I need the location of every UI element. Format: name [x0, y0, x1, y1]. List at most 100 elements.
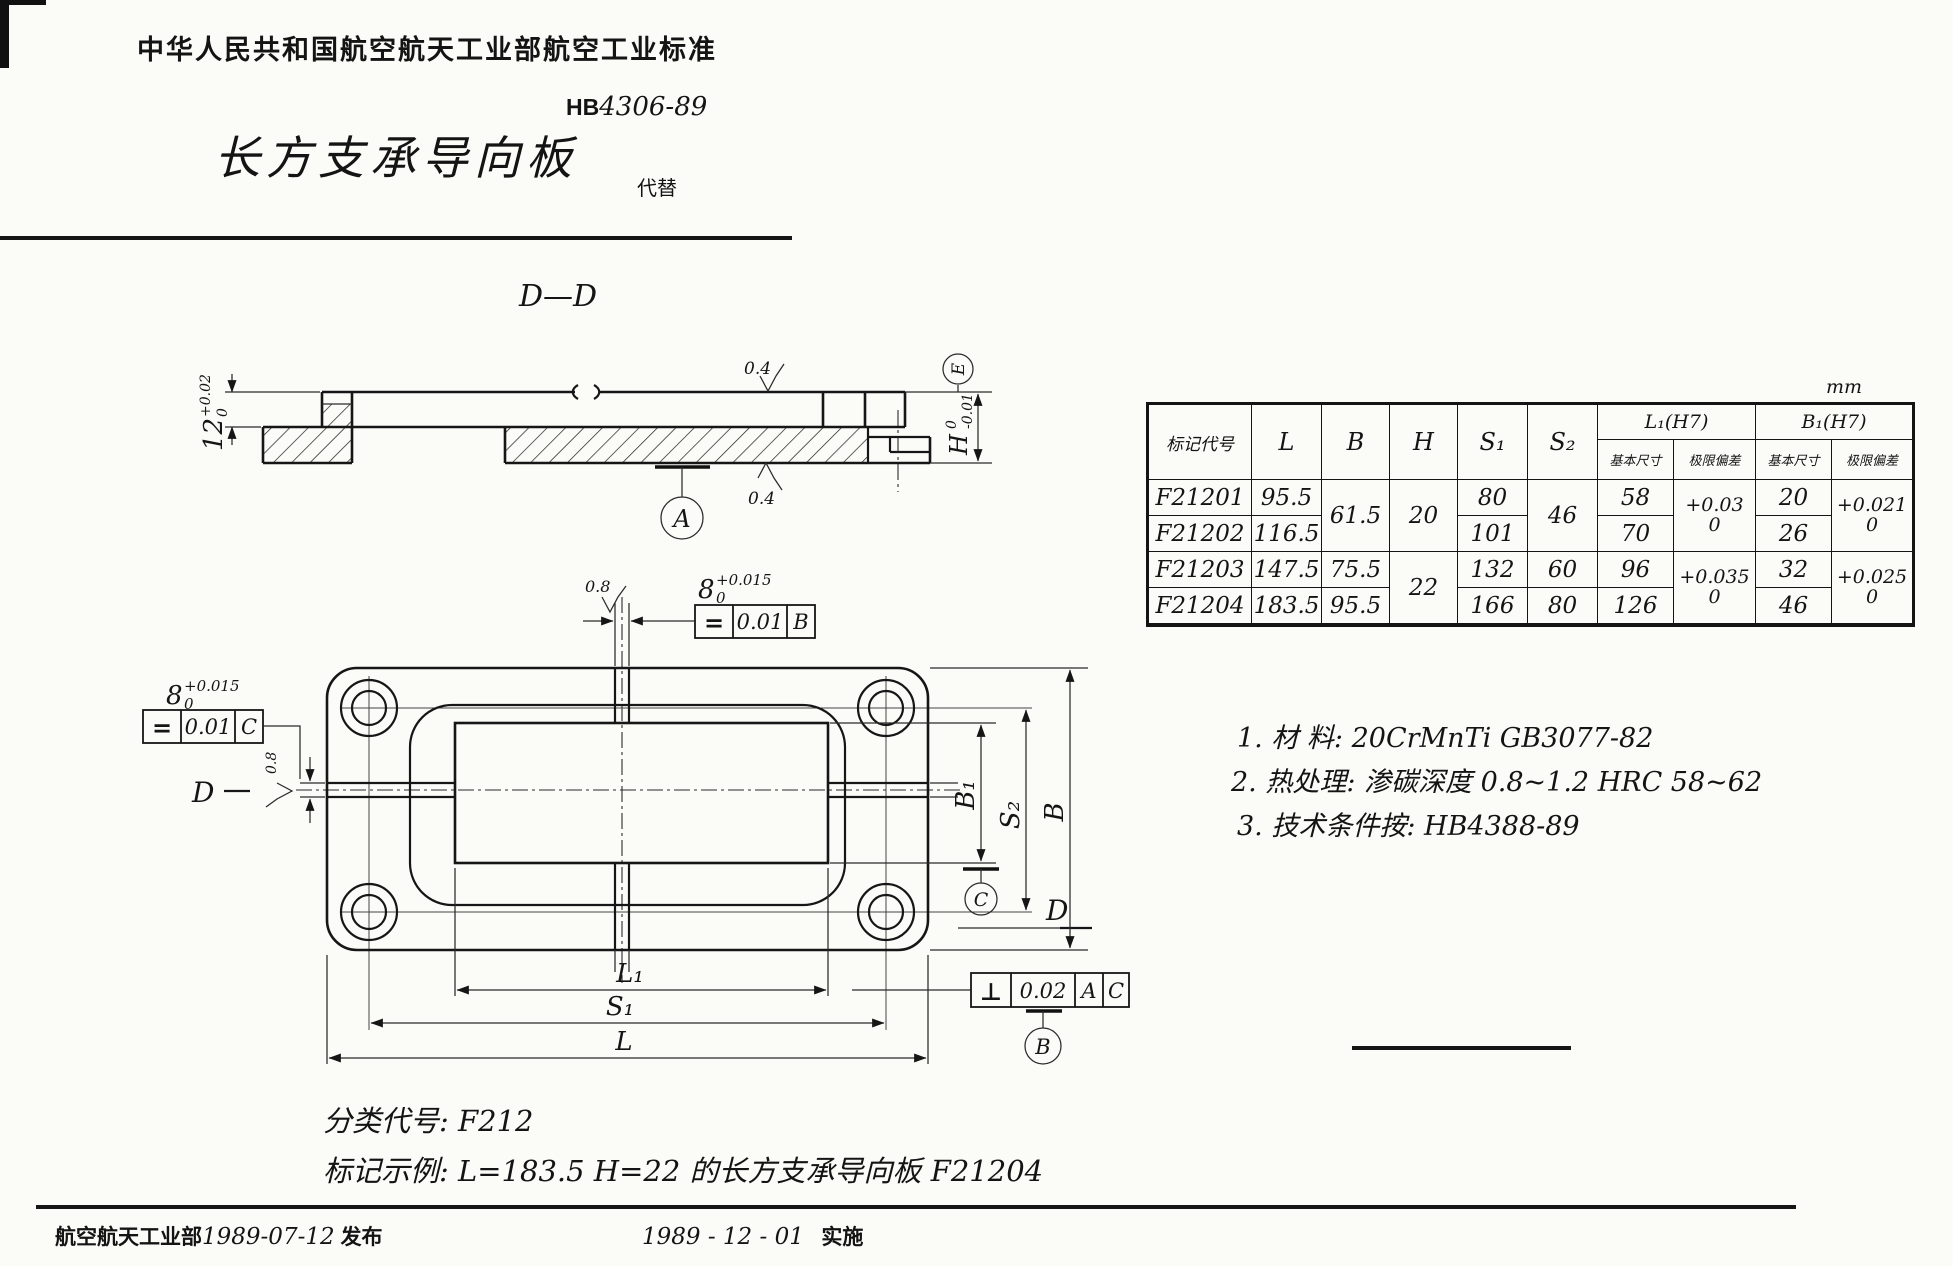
example-value: L=183.5 H=22 的长方支承导向板 F21204: [458, 1154, 1044, 1188]
sub-header-dev: 极限偏差: [1831, 439, 1914, 480]
surface-finish-icon: [601, 585, 627, 614]
scan-edge-mark: [0, 0, 9, 68]
svg-text:C: C: [1108, 979, 1124, 1003]
cell-B1: 26: [1755, 515, 1832, 552]
datum-circle-B: [1024, 1027, 1062, 1065]
section-label: D—D: [518, 279, 597, 314]
cell-L: 147.5: [1251, 551, 1322, 588]
break-symbol: [571, 384, 579, 400]
dim-label-S1: S₁: [606, 992, 634, 1022]
cell-B: 75.5: [1321, 551, 1390, 588]
svg-text:-0.01: -0.01: [960, 393, 976, 429]
col-header-B: B: [1321, 403, 1390, 480]
surface-finish-value: 0.8: [585, 577, 610, 596]
cell-H: 20: [1389, 479, 1458, 552]
size-table: 标记代号 L B H S₁ S₂ L₁(H7) B₁(H7) 基本尺寸 极限偏差…: [1146, 402, 1915, 627]
parallelism-icon: =: [704, 609, 724, 637]
surface-finish-value: 0.4: [748, 489, 775, 509]
surface-finish-icon: [759, 363, 785, 393]
sub-header-basic: 基本尺寸: [1755, 439, 1832, 480]
svg-text:8: 8: [698, 575, 715, 605]
surface-finish-icon: [265, 782, 294, 808]
dimension-H-tolerance: H 0 -0.01: [944, 393, 976, 456]
datum-circle-A: [660, 496, 704, 540]
svg-text:+0.02: +0.02: [198, 374, 214, 417]
cell-B: 95.5: [1321, 587, 1390, 626]
dimension-8-left: 8 +0.015 0: [166, 677, 240, 713]
footer-publish-date: 1989-07-12: [202, 1224, 335, 1250]
svg-text:0: 0: [716, 589, 726, 607]
cell-B1: 20: [1755, 479, 1832, 516]
standard-number-value: 4306-89: [599, 92, 708, 122]
classification-label: 分类代号:: [323, 1104, 449, 1138]
table-row: F21202 116.5 101 70 26: [1147, 515, 1914, 552]
cell-B: 61.5: [1321, 479, 1390, 552]
dim-label-B1: B₁: [951, 780, 981, 811]
footer-publish-label: 发布: [340, 1226, 383, 1249]
mounting-hole: [867, 689, 905, 727]
datum-circle-C: [964, 882, 998, 916]
datum-letter-A: A: [671, 505, 690, 533]
parallelism-icon: =: [152, 714, 172, 742]
standard-prefix: HB: [566, 94, 600, 120]
corner-pocket: [339, 882, 399, 942]
dimension-12-tolerance: 12 +0.02 0: [198, 374, 231, 451]
table-unit-label: mm: [1826, 376, 1863, 398]
cell-L: 116.5: [1251, 515, 1322, 552]
svg-text:0: 0: [184, 695, 194, 713]
break-symbol: [593, 384, 601, 400]
sub-header-dev: 极限偏差: [1673, 439, 1756, 480]
datum-letter-C: C: [974, 889, 989, 911]
section-view-drawing: D—D: [198, 279, 992, 540]
note-material: 1. 材 料: 20CrMnTi GB3077-82: [1237, 723, 1654, 754]
svg-text:0.02: 0.02: [1020, 979, 1067, 1003]
parallelism-frame-C: = 0.01 C: [142, 709, 301, 779]
col-header-L: L: [1251, 403, 1322, 480]
footer-rule: [36, 1205, 1796, 1209]
svg-text:0: 0: [944, 420, 960, 429]
cell-S2: 80: [1527, 587, 1598, 626]
datum-circle-E: [942, 353, 974, 385]
cell-S1: 101: [1457, 515, 1528, 552]
cell-L1: 96: [1597, 551, 1674, 588]
surface-finish-value: 0.8: [264, 752, 280, 774]
supersede-label: 代替: [637, 178, 677, 200]
title-rule: [0, 236, 792, 240]
dimension-8-top: 8 +0.015 0: [698, 571, 772, 607]
svg-text:B: B: [792, 610, 808, 634]
footer-issue: 航空航天工业部1989-07-12 发布: [55, 1221, 382, 1251]
example-label: 标记示例:: [323, 1154, 449, 1188]
col-header-H: H: [1389, 403, 1458, 480]
mounting-hole: [350, 893, 388, 931]
surface-finish-value: 0.4: [744, 359, 771, 379]
svg-text:C: C: [241, 715, 257, 739]
classification-line: 分类代号: F212: [323, 1098, 533, 1140]
datum-letter-B: B: [1034, 1035, 1050, 1059]
svg-text:0.01: 0.01: [185, 715, 232, 739]
svg-text:H: H: [945, 433, 973, 456]
svg-text:12: 12: [199, 418, 229, 451]
designation-example-line: 标记示例: L=183.5 H=22 的长方支承导向板 F21204: [323, 1148, 1043, 1190]
cell-L1: 126: [1597, 587, 1674, 626]
datum-letter-E: E: [949, 362, 969, 376]
cell-S2: 46: [1527, 479, 1598, 552]
corner-pocket: [856, 882, 916, 942]
cell-code: F21201: [1147, 479, 1252, 516]
footer-impl-date: 1989 - 12 - 01: [642, 1224, 804, 1250]
table-row: F21204 183.5 95.5 166 80 126 46: [1147, 587, 1914, 626]
cell-S2: 60: [1527, 551, 1598, 588]
cell-code: F21203: [1147, 551, 1252, 588]
svg-text:0.01: 0.01: [737, 610, 784, 634]
document-title: 长方支承导向板: [214, 131, 578, 185]
plan-view-drawing: 0.8 8 +0.015 0 = 0.01 B 8 +0.015 0: [142, 571, 1130, 1065]
surface-finish-icon: [757, 461, 783, 491]
dim-label-B: B: [1040, 802, 1070, 822]
plate-outline: [325, 666, 930, 952]
footer-implementation: 1989 - 12 - 01 实施: [642, 1221, 863, 1251]
